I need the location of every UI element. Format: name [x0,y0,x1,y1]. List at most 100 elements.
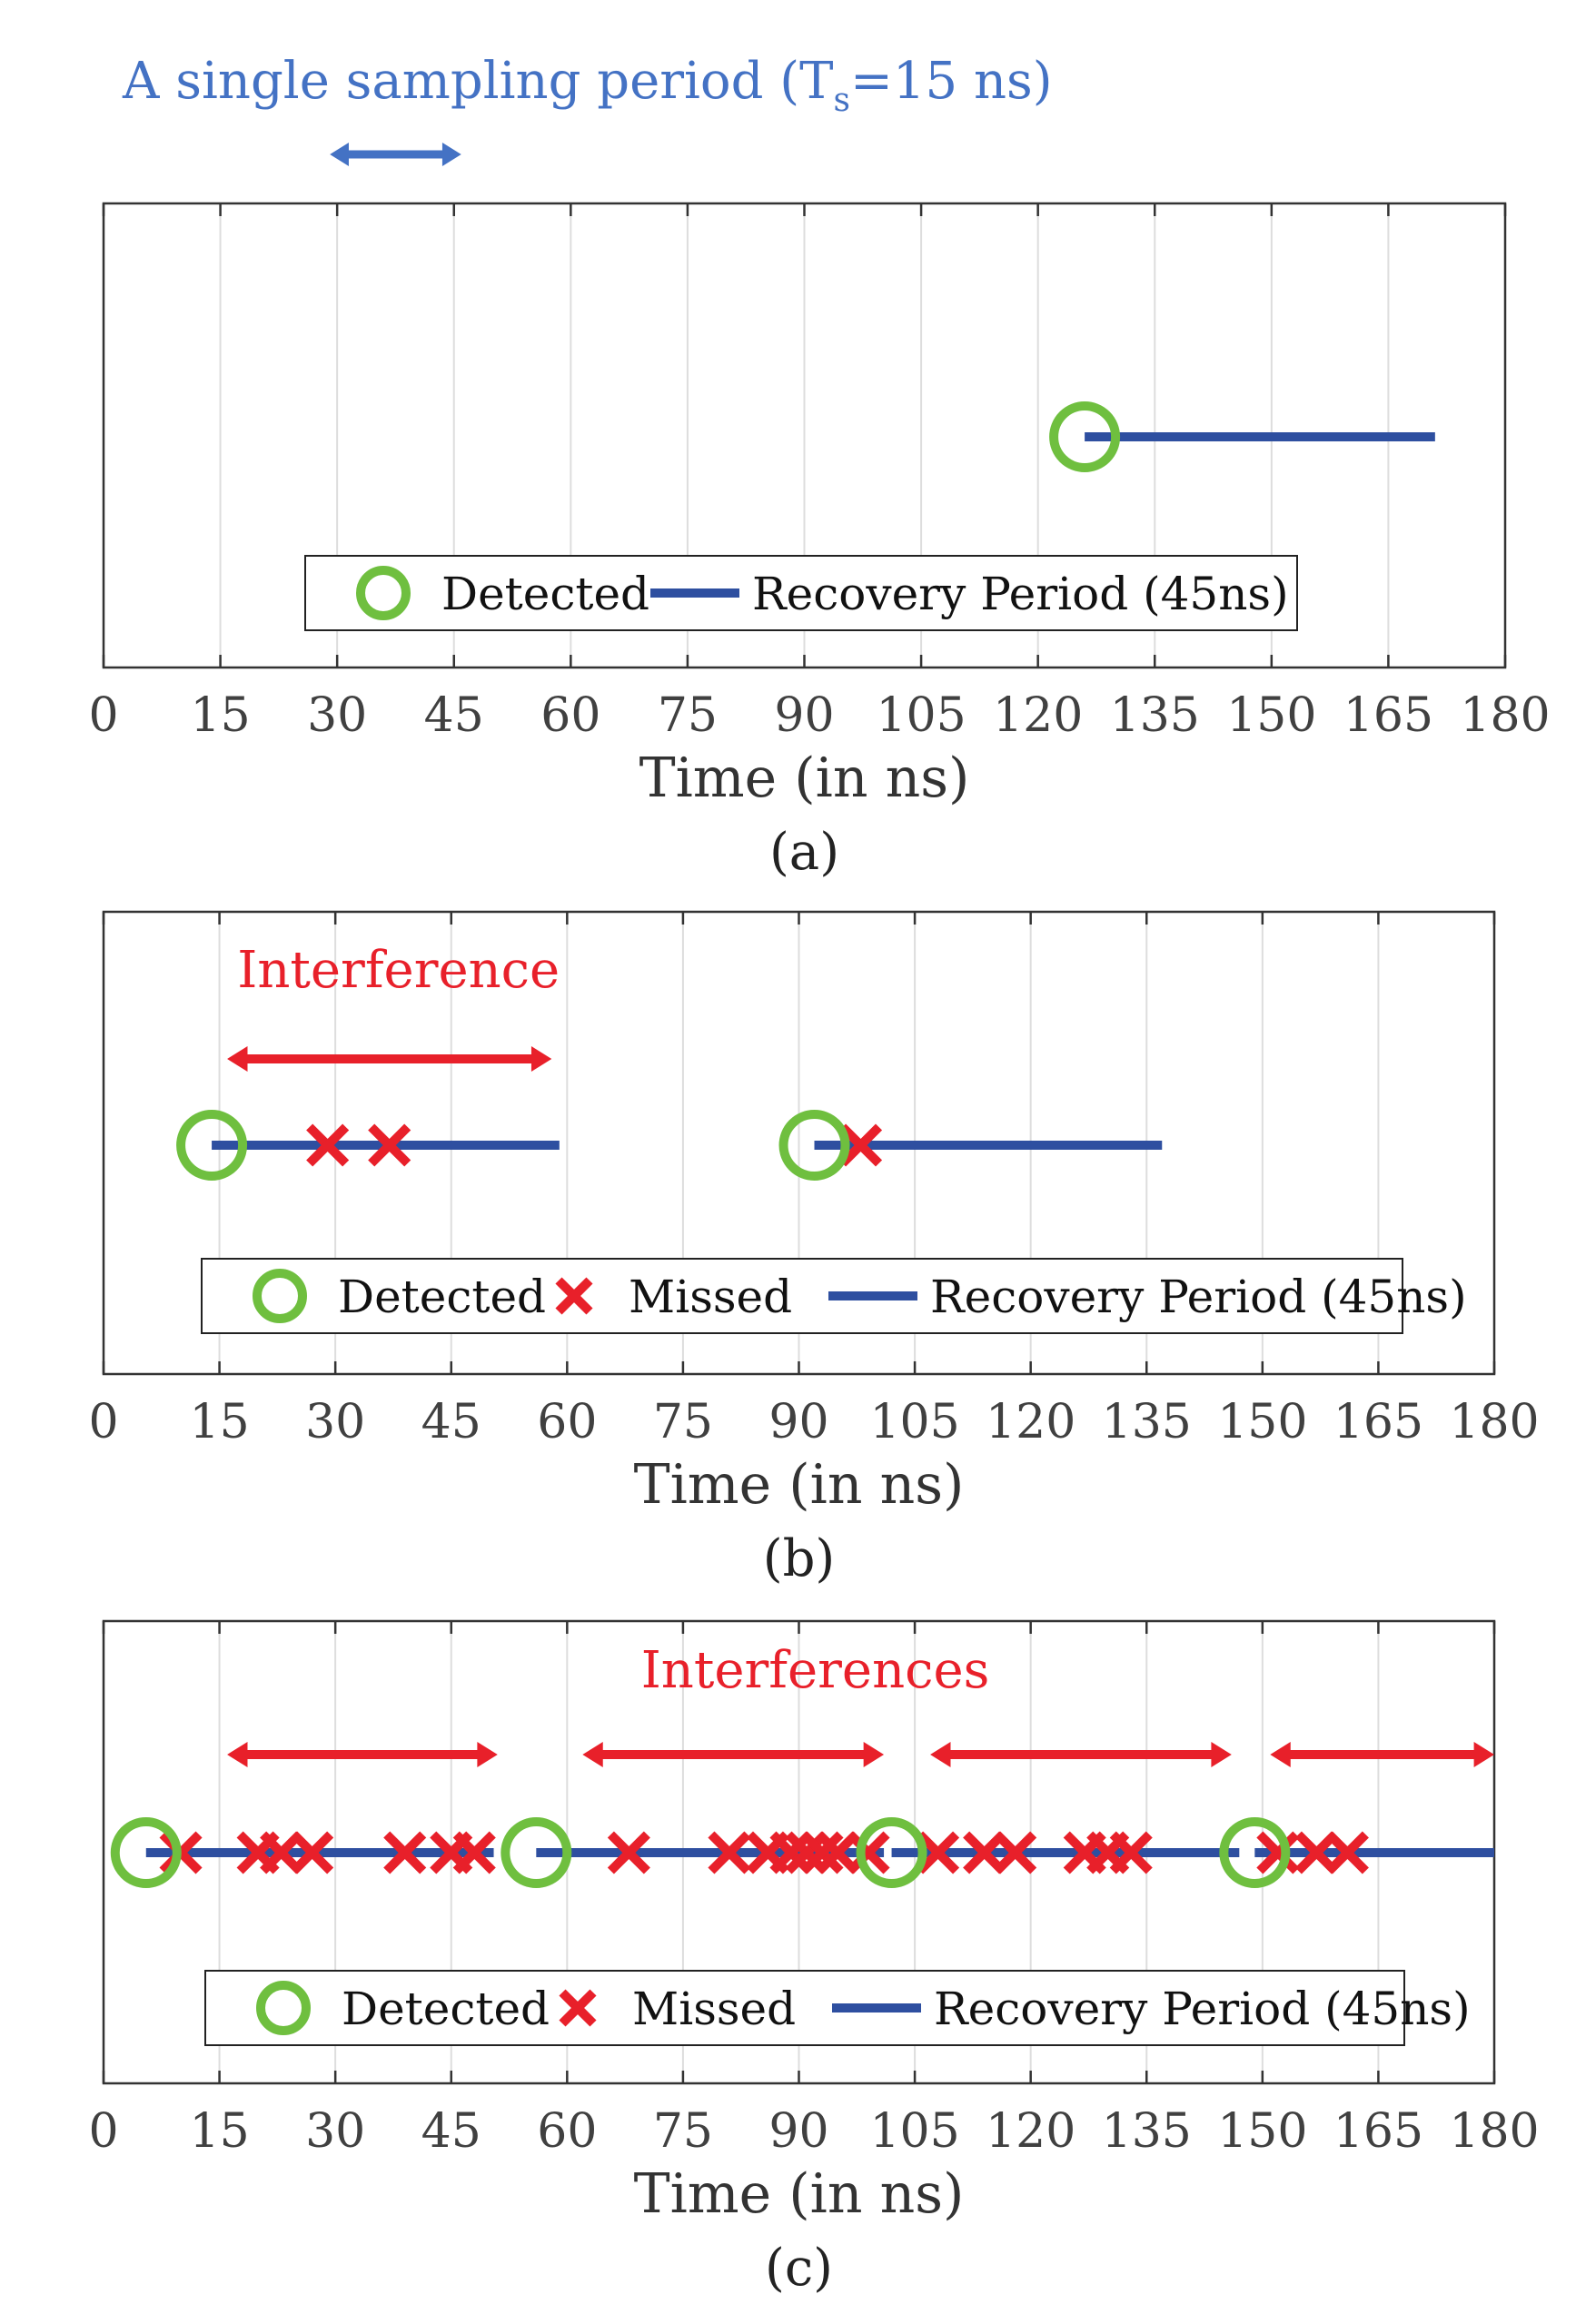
interference-arrow-head-left [930,1742,951,1767]
missed-marker-stroke-2 [1294,1831,1338,1874]
legend-box [201,1258,1403,1334]
sampling-period-arrow [330,143,461,166]
missed-marker-stroke-2 [1325,1831,1369,1874]
tick-label: 150 [1217,1395,1307,1449]
tick-label: 150 [1217,2104,1307,2159]
missed-marker-stroke-2 [816,1831,859,1874]
missed-marker-stroke-2 [452,1831,496,1874]
sampling-arrow-head-right [441,143,461,166]
legend-missed-icon [559,1989,597,2027]
legend-detected-label: Detected [342,1983,550,2035]
legend: Detected Missed Recovery Period (45ns) [204,1970,1471,2046]
tick-label: 15 [189,1395,249,1449]
missed-marker [260,1831,303,1874]
interference-arrow-head-right [530,1046,552,1072]
tick-label: 0 [88,1395,118,1449]
tick-label: 75 [653,1395,713,1449]
legend-missed-label: Missed [629,1271,792,1323]
legend-box [304,555,1298,631]
interference-arrow-head-right [477,1742,498,1767]
sampling-note-label: A single sampling period (T [122,52,834,111]
tick-label: 90 [768,1395,828,1449]
interference-annotation: Interference [227,941,560,1072]
missed-marker-stroke-2 [917,1831,960,1874]
interference-arrow [1270,1742,1494,1767]
detected-marker [501,1817,572,1888]
x-axis-label: Time (in ns) [639,747,970,810]
interference-arrow-head-right [1473,1742,1494,1767]
missed-marker [368,1123,411,1167]
missed-marker [306,1123,350,1167]
interference-arrow [930,1742,1232,1767]
tick-label: 30 [305,1395,365,1449]
missed-marker [1294,1831,1338,1874]
detected-marker [110,1817,182,1888]
x-axis-label: Time (in ns) [634,2162,965,2226]
missed-marker [769,1831,813,1874]
tick-label: 75 [658,688,718,743]
missed-marker-stroke-2 [260,1831,303,1874]
interference-arrow-head-right [863,1742,885,1767]
tick-label: 165 [1343,688,1433,743]
missed-marker [708,1831,751,1874]
legend: Detected Recovery Period (45ns) [304,555,1298,631]
interference-arrow-head-left [227,1742,248,1767]
legend-missed-icon [555,1277,593,1315]
tick-label: 90 [774,688,834,743]
annotation-label: Interferences [641,1641,990,1700]
tick-label: 60 [540,688,600,743]
legend-missed-icon-stroke-2 [555,1277,593,1315]
interference-arrow-head-left [227,1046,248,1072]
missed-marker-stroke-2 [708,1831,751,1874]
missed-marker-stroke-2 [291,1831,334,1874]
missed-marker [607,1831,650,1874]
tick-label: 135 [1102,1395,1192,1449]
tick-label: 135 [1110,688,1200,743]
panel-caption: (c) [765,2239,833,2298]
interference-arrow-head-left [582,1742,603,1767]
tick-label: 180 [1449,1395,1539,1449]
interference-arrow [227,1046,552,1072]
sampling-note-subscript: s [834,82,850,119]
missed-marker [963,1831,1006,1874]
legend-detected-label: Detected [441,568,649,620]
legend-recovery-label: Recovery Period (45ns) [930,1271,1467,1323]
annotation-label: Interference [237,941,560,1000]
sampling-note-label-end: =15 ns) [850,52,1053,111]
missed-marker-stroke-2 [1256,1831,1300,1874]
tick-label: 150 [1226,688,1316,743]
legend-missed-label: Missed [632,1983,796,2035]
tick-label: 120 [993,688,1083,743]
tick-label: 165 [1333,1395,1423,1449]
sampling-note: A single sampling period (Ts=15 ns) [122,52,1053,119]
tick-label: 0 [88,688,118,743]
tick-label: 45 [424,688,484,743]
sampling-arrow [330,143,461,166]
tick-label: 15 [190,688,250,743]
tick-label: 45 [421,2104,481,2159]
legend-recovery-label: Recovery Period (45ns) [752,568,1289,620]
missed-marker [1109,1831,1153,1874]
missed-marker [452,1831,496,1874]
interference-annotation: Interferences [227,1641,1494,1767]
sampling-arrow-head-left [330,143,349,166]
tick-label: 0 [88,2104,118,2159]
tick-label: 105 [876,688,966,743]
missed-marker [1325,1831,1369,1874]
detected-marker [1049,401,1121,472]
missed-marker-stroke-2 [839,1123,883,1167]
legend-detected-label: Detected [338,1271,546,1323]
interference-arrow-head-right [1211,1742,1232,1767]
tick-label: 90 [768,2104,828,2159]
detected-marker [778,1110,850,1181]
tick-label: 30 [305,2104,365,2159]
tick-label: 120 [986,2104,1075,2159]
tick-label: 180 [1460,688,1550,743]
legend-recovery-label: Recovery Period (45ns) [934,1983,1471,2035]
legend-detected-icon [256,1981,311,2035]
tick-label: 75 [653,2104,713,2159]
missed-marker [785,1831,828,1874]
